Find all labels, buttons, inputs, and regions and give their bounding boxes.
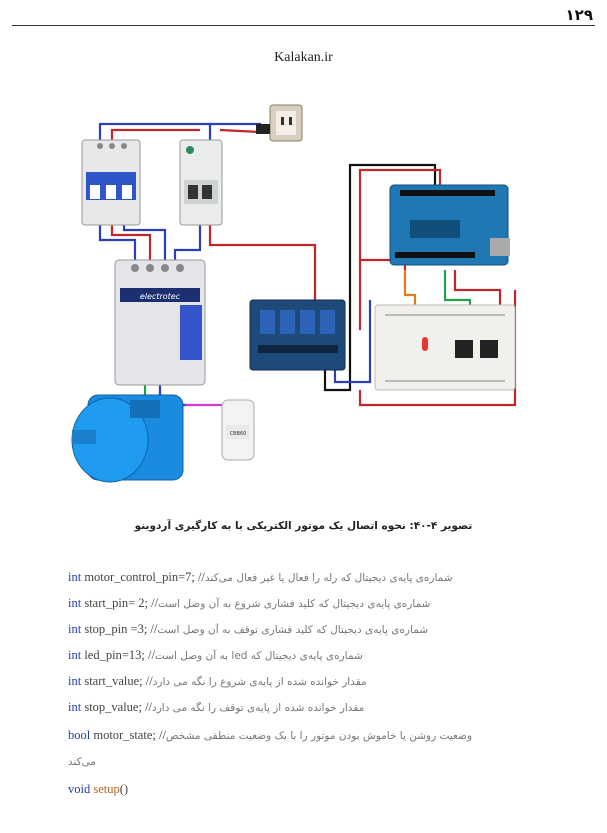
code-comment: مقدار خوانده شده از پایه‌ی توقف را نگه م…	[152, 702, 368, 714]
contactor: electrotec	[114, 259, 206, 386]
code-keyword: void	[68, 782, 91, 796]
code-keyword: int	[68, 570, 82, 584]
header-rule	[12, 25, 595, 26]
code-comment: وضعیت روشن یا خاموش بودن موتور را با یک …	[165, 730, 476, 742]
code-line: bool motor_state; // وضعیت روشن یا خاموش…	[68, 728, 538, 748]
capacitor: CBB60	[221, 399, 255, 461]
code-function: setup	[90, 782, 120, 796]
code-text: start_pin= 2; //	[81, 596, 159, 610]
code-text: start_value; //	[81, 674, 153, 688]
electric-motor	[71, 394, 184, 483]
code-keyword: bool	[68, 728, 91, 742]
figure-caption: تصویر ۴-۴۰: نحوه اتصال یک موتور الکتریکی…	[134, 520, 473, 532]
code-line: int start_value; // مقدار خوانده شده از …	[68, 674, 538, 694]
code-text: motor_control_pin=7; //	[81, 570, 205, 584]
page-number: ۱۲۹	[565, 6, 593, 24]
code-line: می‌کند	[68, 754, 116, 774]
code-comment: شماره‌ی پایه‌ی دیجیتال که رله را فعال یا…	[204, 572, 456, 584]
code-line: int led_pin=13; // شماره‌ی پایه‌ی دیجیتا…	[68, 648, 538, 668]
code-keyword: int	[68, 700, 82, 714]
breadboard	[374, 304, 516, 391]
code-text: stop_pin =3; //	[81, 622, 158, 636]
wiring-figure: electrotec C	[71, 104, 517, 483]
watermark: Kalakan.ir	[274, 50, 333, 65]
code-comment: می‌کند	[68, 756, 97, 768]
wall-socket	[256, 104, 303, 142]
code-keyword: int	[68, 596, 82, 610]
arduino-board	[389, 184, 510, 266]
code-text: ()	[119, 782, 129, 796]
code-keyword: int	[68, 622, 82, 636]
code-comment: مقدار خوانده شده از پایه‌ی شروع را نگه م…	[152, 676, 370, 688]
code-line: int start_pin= 2; // شماره‌ی پایه‌ی دیجی…	[68, 596, 538, 616]
code-comment: شماره‌ی پایه‌ی دیجیتال که کلید فشاری توق…	[157, 624, 432, 636]
code-text: led_pin=13; //	[81, 648, 155, 662]
relay-module	[249, 299, 346, 371]
capacitor-label: CBB60	[230, 431, 247, 437]
code-keyword: int	[68, 674, 82, 688]
contactor-brand: electrotec	[140, 292, 181, 301]
breaker-2-pole	[179, 139, 223, 226]
code-keyword: int	[68, 648, 82, 662]
code-line: int stop_pin =3; // شماره‌ی پایه‌ی دیجیت…	[68, 622, 538, 642]
code-comment: شماره‌ی پایه‌ی دیجیتال که led به آن وصل …	[154, 650, 367, 662]
code-comment: شماره‌ی پایه‌ی دیجیتال که کلید فشاری شرو…	[158, 598, 434, 610]
code-line: int stop_value; // مقدار خوانده شده از پ…	[68, 700, 538, 720]
code-line: int motor_control_pin=7; // شماره‌ی پایه…	[68, 570, 538, 590]
breaker-3-pole	[81, 139, 141, 226]
code-text: motor_state; //	[90, 728, 166, 742]
code-text: stop_value; //	[81, 700, 153, 714]
code-line: void setup()	[68, 782, 538, 802]
